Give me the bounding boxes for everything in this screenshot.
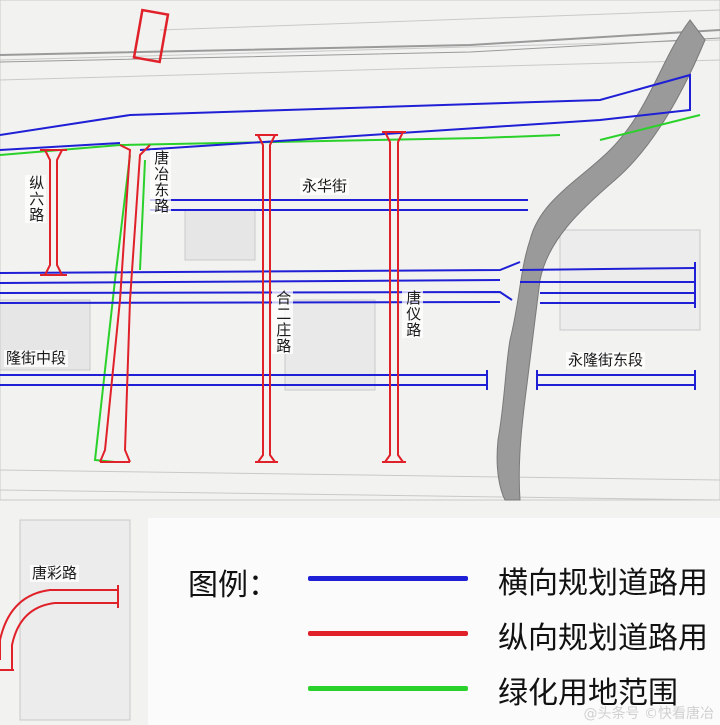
label-tang-yi-road: 唐仪路 (402, 290, 424, 338)
watermark: @头条号 ©快看唐冶 (583, 706, 714, 722)
label-tang-cai-road: 唐彩路 (30, 564, 80, 583)
label-zong-liu-road: 纵六路 (25, 175, 47, 223)
legend-item-green: 绿化用地范围 (308, 668, 720, 711)
horizontal-roads (0, 73, 696, 390)
legend-title: 图例： (188, 568, 278, 603)
vertical-roads (0, 131, 406, 671)
station-box (132, 8, 170, 64)
legend-label-vertical: 纵向规划道路用 (498, 621, 708, 656)
legend-item-horizontal: 横向规划道路用 (308, 558, 720, 601)
label-tang-ye-dong-road: 唐冶东路 (150, 150, 172, 214)
legend-label-green: 绿化用地范围 (498, 676, 678, 711)
legend-swatch-vertical (308, 631, 468, 636)
legend-item-vertical: 纵向规划道路用 (308, 613, 720, 656)
legend-label-horizontal: 横向规划道路用 (498, 566, 708, 601)
railway-band (0, 8, 720, 64)
river (496, 19, 706, 501)
legend-panel: 图例： 横向规划道路用 纵向规划道路用 绿化用地范围 (148, 518, 720, 725)
legend-swatch-horizontal (308, 576, 468, 581)
label-he-er-zhuang-road: 合二庄路 (272, 290, 294, 354)
label-yong-long-east: 永隆街东段 (566, 351, 646, 370)
legend-swatch-green (308, 686, 468, 691)
label-yong-hua-street: 永华街 (300, 177, 350, 196)
label-yong-long-middle: 隆街中段 (4, 349, 69, 368)
